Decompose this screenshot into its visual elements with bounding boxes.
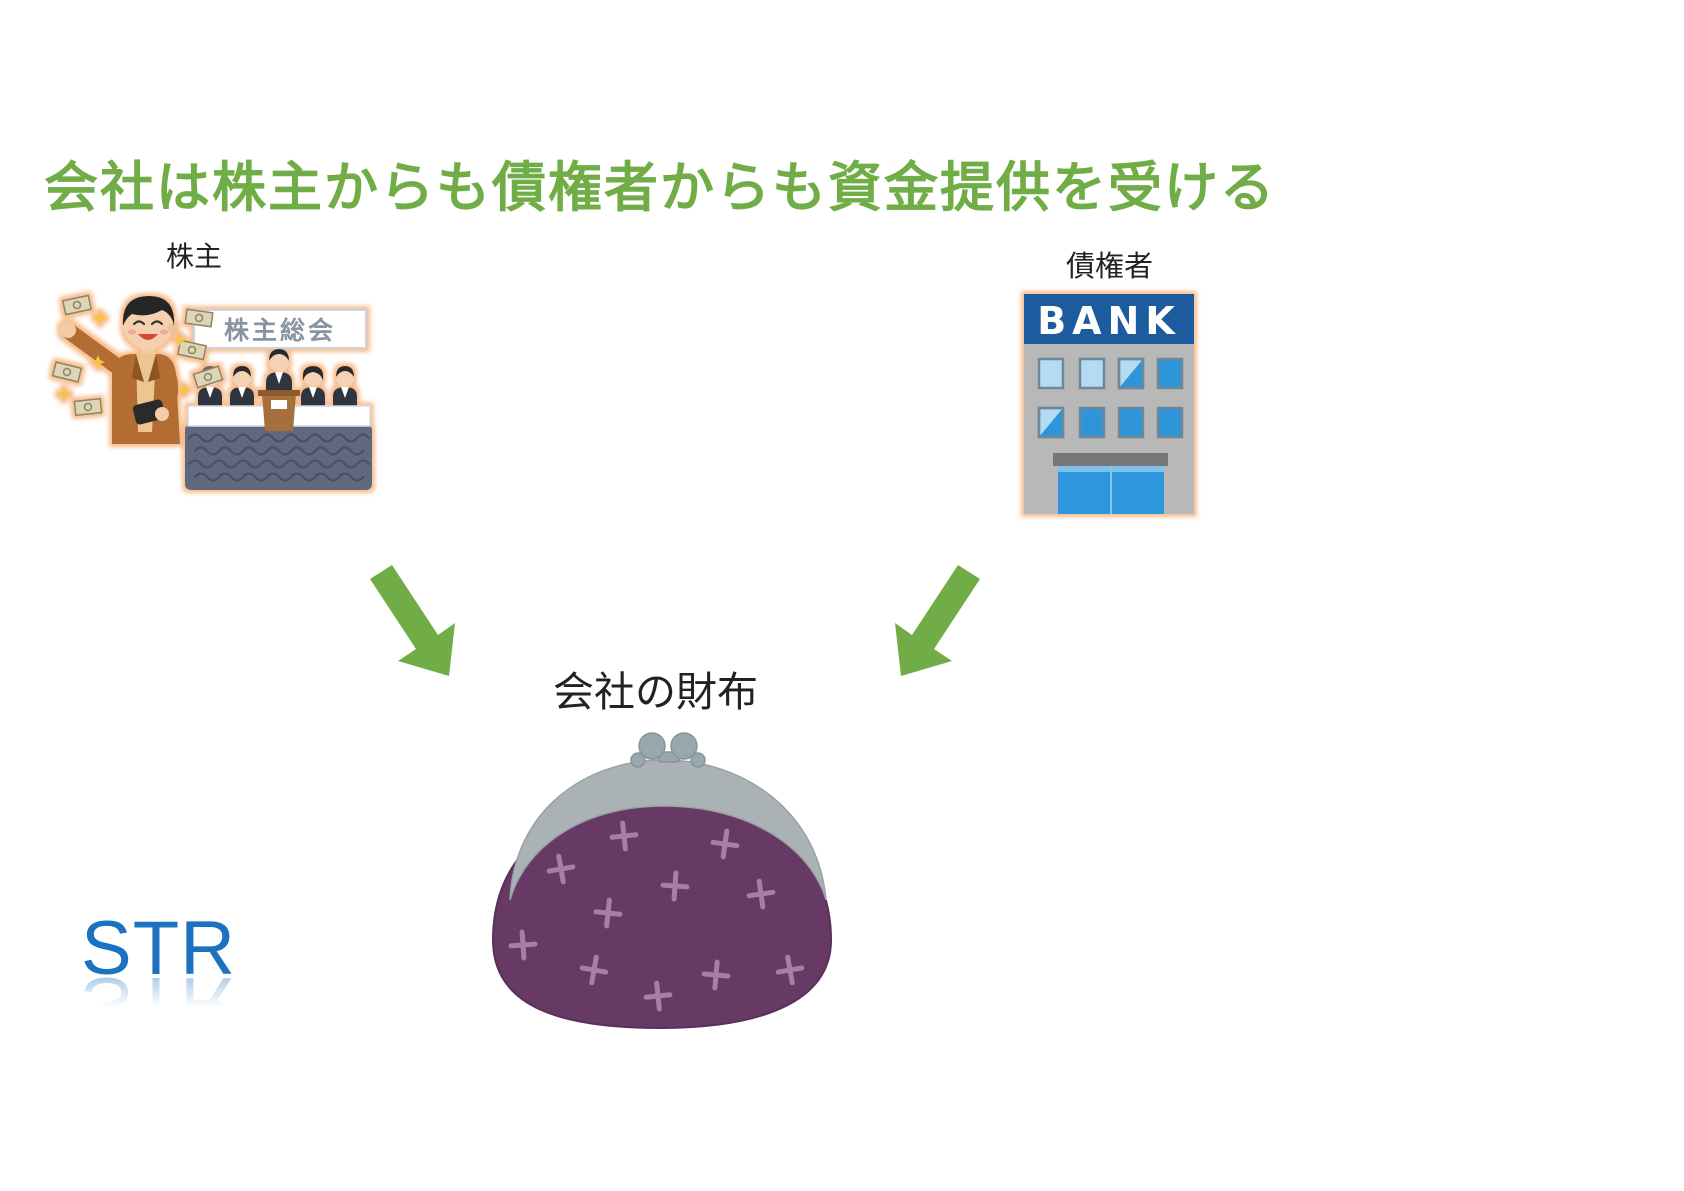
- slide-title: 会社は株主からも債権者からも資金提供を受ける: [44, 156, 1276, 221]
- arrow-down-right-icon: [360, 555, 465, 685]
- creditor-label: 債権者: [1066, 249, 1153, 284]
- purse-clasp: [631, 733, 705, 767]
- wallet-label: 会社の財布: [553, 668, 758, 717]
- bank-building-icon: BANK: [1018, 289, 1200, 518]
- arrow-down-left-icon: [885, 555, 990, 685]
- str-logo: STR: [81, 911, 236, 987]
- purse-icon: [490, 730, 835, 1030]
- meeting-sign: 株主総会: [194, 310, 366, 348]
- bank-sign-text: BANK: [1037, 299, 1181, 343]
- panel-member: [333, 366, 357, 410]
- meeting-sign-text: 株主総会: [224, 316, 336, 345]
- bank-lintel: [1053, 453, 1168, 466]
- shareholders-meeting-illustration: 株主総会: [48, 282, 374, 496]
- audience-crowd: [185, 424, 372, 490]
- bank-door: [1058, 466, 1164, 514]
- panel-member: [230, 366, 254, 410]
- shareholder-label: 株主: [166, 240, 222, 274]
- panel-member: [301, 366, 325, 410]
